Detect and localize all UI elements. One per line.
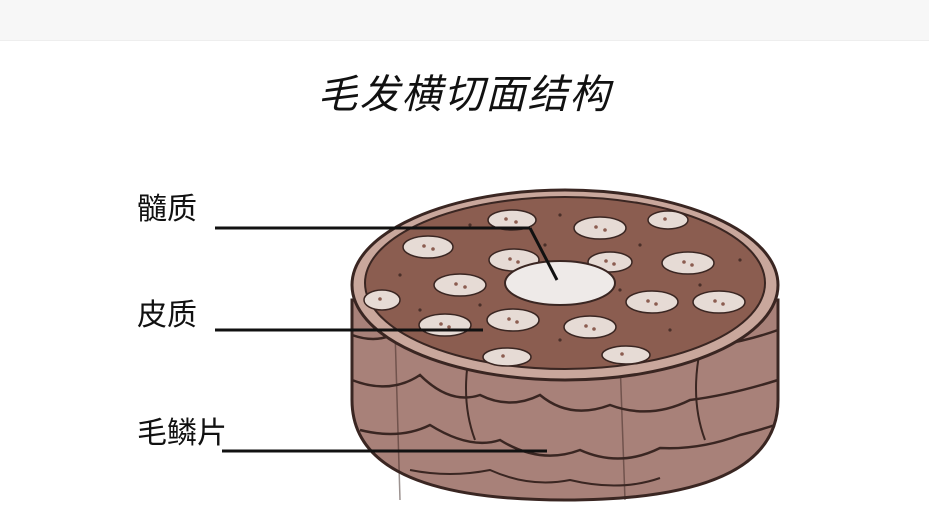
diagram-title: 毛发横切面结构: [317, 72, 612, 118]
cortex-dots: [398, 213, 742, 342]
label-cortex: 皮质: [137, 298, 197, 333]
granule-speckles: [378, 217, 725, 358]
top-bar: [0, 0, 929, 41]
label-medulla: 髓质: [137, 192, 197, 227]
label-cuticle: 毛鳞片: [137, 416, 227, 451]
medulla-pointer-line: [528, 227, 559, 281]
medulla-core: [504, 260, 616, 306]
